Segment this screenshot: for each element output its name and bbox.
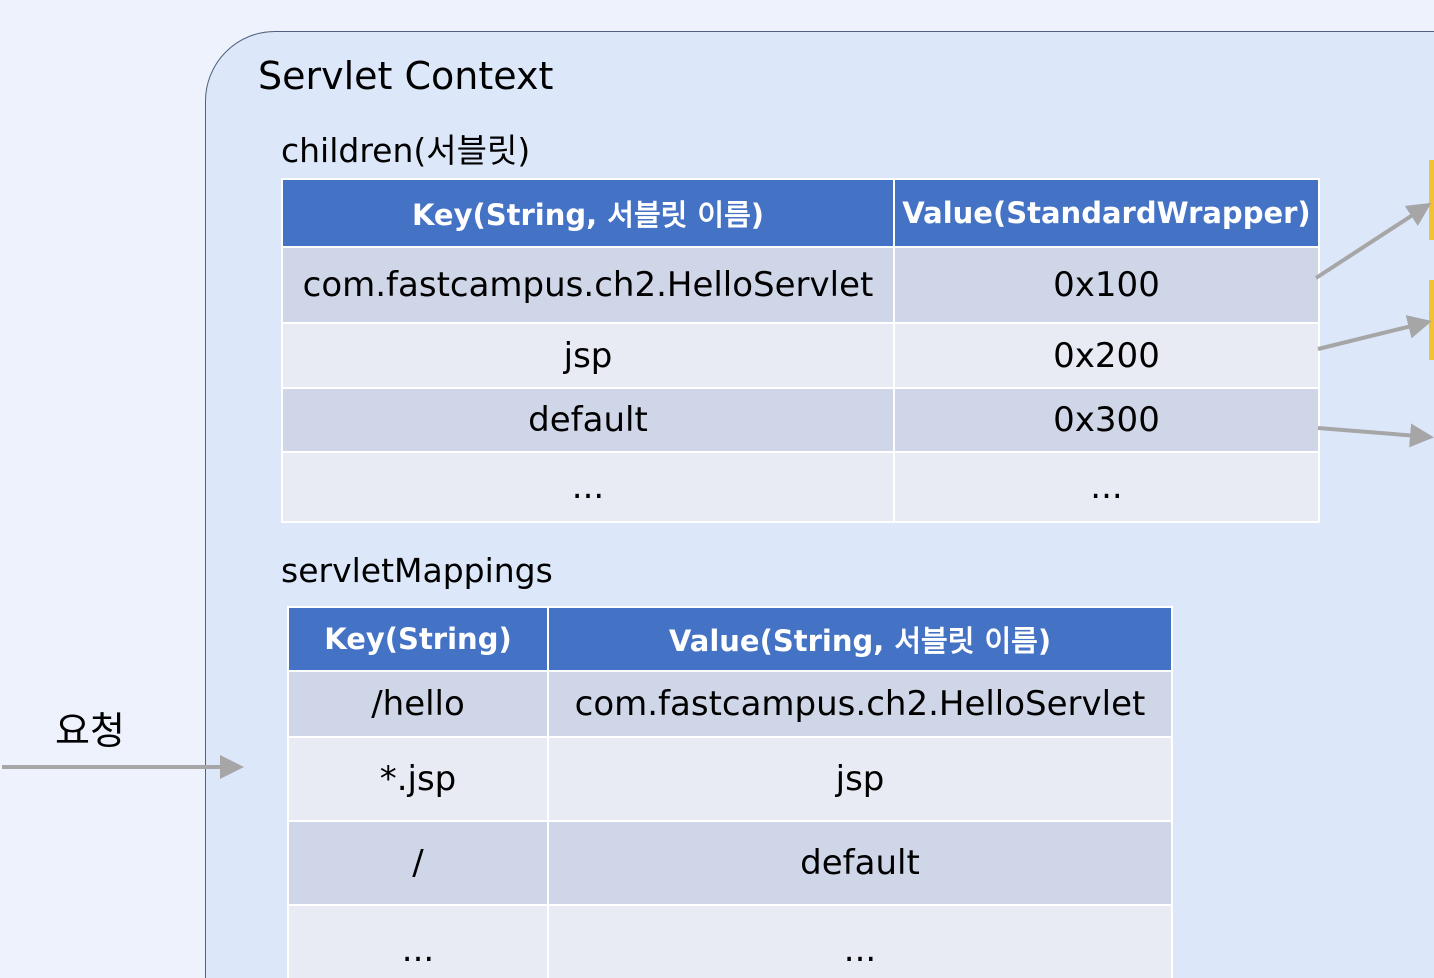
mappings-value-cell: ...: [547, 904, 1173, 978]
mappings-value-cell: default: [547, 820, 1173, 906]
mappings-header-row: Key(String) Value(String, 서블릿 이름): [287, 606, 1173, 672]
children-value-cell: ...: [893, 451, 1320, 523]
request-label: 요청: [55, 709, 125, 753]
mappings-value-cell: jsp: [547, 736, 1173, 822]
table-row: jsp 0x200: [281, 322, 1320, 389]
children-value-cell: 0x200: [893, 322, 1320, 389]
table-row: ... ...: [281, 451, 1320, 523]
mappings-key-cell: ...: [287, 904, 549, 978]
children-label: children(서블릿): [281, 131, 531, 170]
children-value-header: Value(StandardWrapper): [893, 178, 1320, 248]
children-key-cell: ...: [281, 451, 895, 523]
mappings-key-cell: /hello: [287, 670, 549, 738]
servlet-context-title: Servlet Context: [258, 54, 554, 98]
children-key-cell: default: [281, 387, 895, 453]
servlet-mappings-table: Key(String) Value(String, 서블릿 이름) /hello…: [287, 606, 1173, 978]
children-value-cell: 0x100: [893, 246, 1320, 324]
mappings-value-header: Value(String, 서블릿 이름): [547, 606, 1173, 672]
wrapper-box-edge: [1429, 160, 1434, 240]
mappings-key-header: Key(String): [287, 606, 549, 672]
table-row: com.fastcampus.ch2.HelloServlet 0x100: [281, 246, 1320, 324]
arrow-to-wrapper-0x200: [1317, 315, 1432, 351]
children-table: Key(String, 서블릿 이름) Value(StandardWrappe…: [281, 178, 1320, 523]
table-row: *.jsp jsp: [287, 736, 1173, 822]
mappings-value-cell: com.fastcampus.ch2.HelloServlet: [547, 670, 1173, 738]
children-key-cell: com.fastcampus.ch2.HelloServlet: [281, 246, 895, 324]
children-value-cell: 0x300: [893, 387, 1320, 453]
arrow-to-wrapper-0x300: [1317, 423, 1434, 448]
children-key-header: Key(String, 서블릿 이름): [281, 178, 895, 248]
mappings-key-cell: /: [287, 820, 549, 906]
arrow-to-wrapper-0x100: [1314, 202, 1432, 280]
children-key-cell: jsp: [281, 322, 895, 389]
servlet-mappings-label: servletMappings: [281, 551, 553, 590]
table-row: ... ...: [287, 904, 1173, 978]
table-row: / default: [287, 820, 1173, 906]
table-row: /hello com.fastcampus.ch2.HelloServlet: [287, 670, 1173, 738]
table-row: default 0x300: [281, 387, 1320, 453]
mappings-key-cell: *.jsp: [287, 736, 549, 822]
children-header-row: Key(String, 서블릿 이름) Value(StandardWrappe…: [281, 178, 1320, 248]
